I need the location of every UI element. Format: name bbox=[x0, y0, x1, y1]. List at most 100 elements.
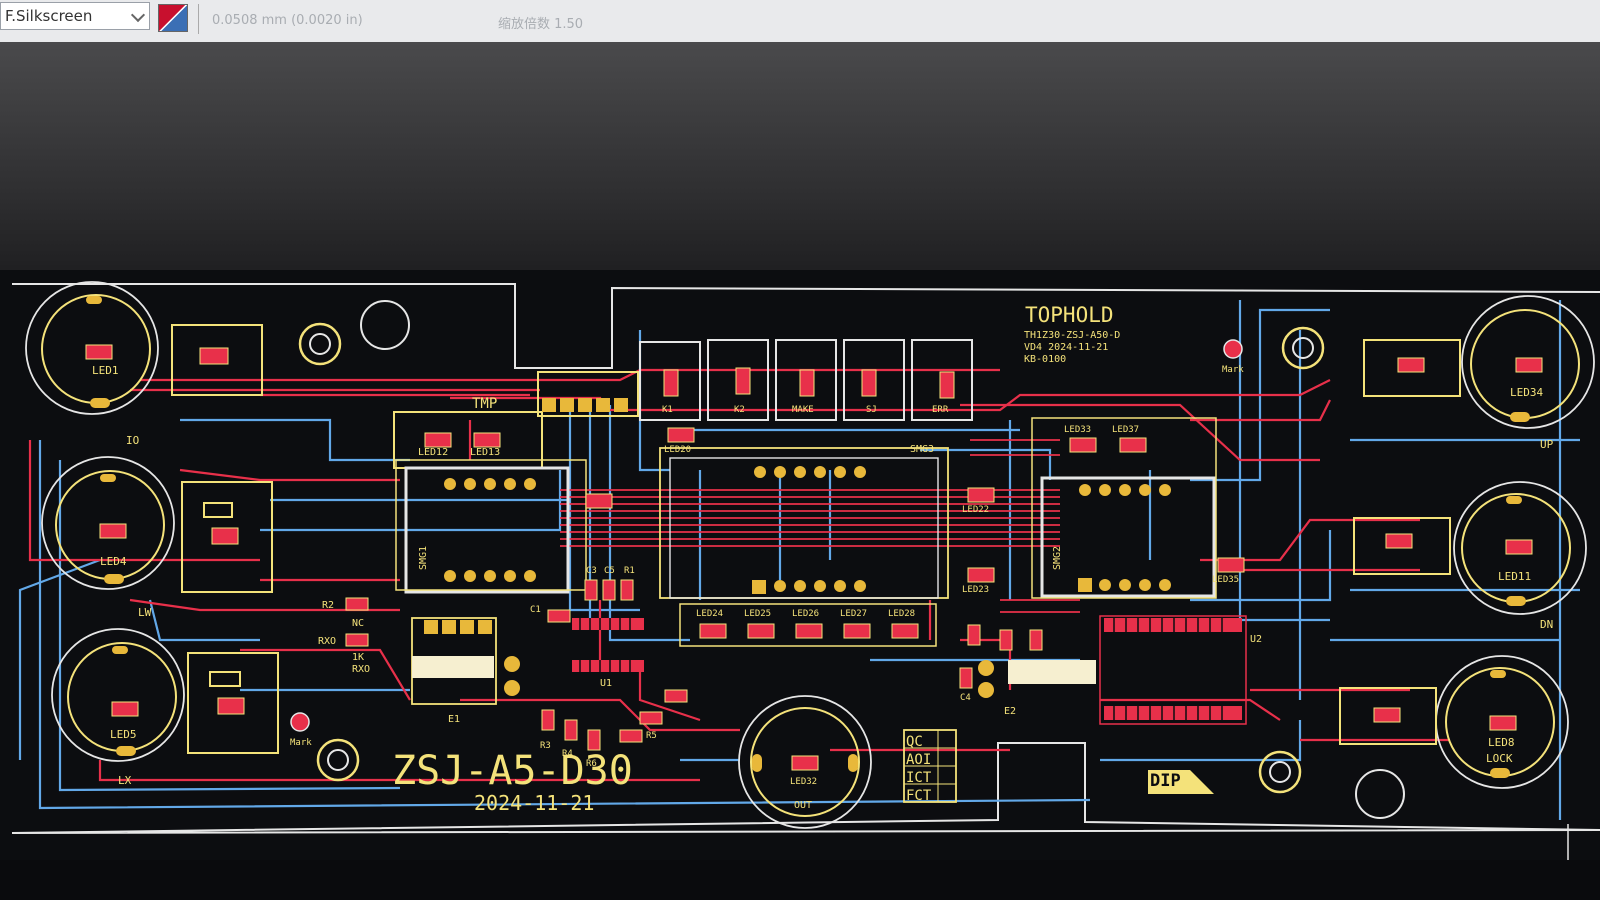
led-row: LED24 LED25 LED26 LED27 LED28 bbox=[679, 603, 937, 647]
kb-line: KB-0100 bbox=[1024, 354, 1066, 365]
track-width-readout[interactable]: 0.0508 mm (0.0020 in) bbox=[212, 13, 363, 28]
switch-LW[interactable]: LED4 LW bbox=[41, 456, 175, 619]
switch-led-label: LED5 bbox=[110, 728, 137, 741]
svg-text:U2: U2 bbox=[1250, 634, 1262, 645]
toolbar: F.Silkscreen 0.0508 mm (0.0020 in) 缩放倍数 … bbox=[0, 0, 1600, 43]
layer-select-value: F.Silkscreen bbox=[5, 7, 93, 25]
switch-led-label: LED1 bbox=[92, 364, 119, 377]
svg-text:DN: DN bbox=[1540, 618, 1553, 631]
svg-text:SMG2: SMG2 bbox=[1052, 546, 1063, 570]
right-led-pads bbox=[1373, 357, 1425, 723]
inspection-table: QC AOI ICT FCT bbox=[903, 729, 957, 804]
svg-text:ICT: ICT bbox=[906, 770, 932, 786]
data-bus-traces bbox=[560, 439, 1080, 613]
svg-text:C1: C1 bbox=[530, 605, 541, 615]
svg-text:LED24: LED24 bbox=[696, 609, 723, 619]
svg-text:ERR: ERR bbox=[932, 405, 949, 415]
switch-LX[interactable]: LED5 LX bbox=[51, 628, 185, 787]
svg-text:C4: C4 bbox=[960, 693, 971, 703]
ic-u2[interactable]: U2 bbox=[1099, 615, 1262, 725]
toolbar-separator bbox=[198, 4, 199, 34]
fiducial-holes bbox=[298, 322, 1325, 794]
switch-name: LW bbox=[138, 606, 152, 619]
svg-text:R2: R2 bbox=[322, 600, 334, 611]
svg-text:LED13: LED13 bbox=[470, 447, 500, 458]
switch-name: LX bbox=[118, 774, 132, 787]
svg-text:U1: U1 bbox=[600, 678, 612, 689]
switch-DN[interactable]: LED11 DN bbox=[1453, 481, 1587, 631]
svg-text:1K: 1K bbox=[352, 652, 364, 663]
svg-text:Mark: Mark bbox=[290, 738, 312, 748]
board-outline bbox=[11, 283, 1600, 834]
svg-text:LOCK: LOCK bbox=[1486, 752, 1513, 765]
switch-name: IO bbox=[126, 434, 139, 447]
svg-text:FCT: FCT bbox=[906, 788, 932, 804]
svg-text:C3: C3 bbox=[586, 566, 597, 576]
switch-OUT[interactable]: LED32 OUT bbox=[738, 695, 872, 829]
version-line: VD4 2024-11-21 bbox=[1024, 342, 1108, 353]
passive-components: R2 NC RXO 1K RXO C3 C5 R1 C1 R3 R4 R6 R5… bbox=[318, 566, 1043, 769]
svg-text:LED26: LED26 bbox=[792, 609, 819, 619]
svg-text:LED23: LED23 bbox=[962, 585, 989, 595]
svg-text:K1: K1 bbox=[662, 405, 673, 415]
mounting-holes bbox=[360, 300, 1405, 819]
header-connector[interactable] bbox=[537, 371, 639, 417]
svg-text:LED12: LED12 bbox=[418, 447, 448, 458]
left-led-boxes bbox=[171, 324, 279, 754]
switch-LOCK[interactable]: LED8 LOCK bbox=[1435, 655, 1569, 789]
svg-text:RXO: RXO bbox=[352, 664, 370, 675]
svg-text:LED27: LED27 bbox=[840, 609, 867, 619]
switch-IO[interactable]: LED1 IO bbox=[25, 281, 159, 447]
svg-text:SJ: SJ bbox=[866, 405, 877, 415]
button-labels: K1 K2 MAKE SJ ERR bbox=[662, 405, 949, 415]
right-led-boxes bbox=[1339, 339, 1461, 745]
svg-text:NC: NC bbox=[352, 618, 364, 629]
button-row bbox=[639, 339, 973, 421]
svg-text:E2: E2 bbox=[1004, 706, 1016, 717]
svg-text:SMG3: SMG3 bbox=[910, 444, 934, 455]
svg-text:MAKE: MAKE bbox=[792, 405, 814, 415]
svg-text:E1: E1 bbox=[448, 714, 460, 725]
svg-text:LED33: LED33 bbox=[1064, 425, 1091, 435]
switch-led-label: LED4 bbox=[100, 555, 127, 568]
svg-text:R5: R5 bbox=[646, 731, 657, 741]
layer-select[interactable]: F.Silkscreen bbox=[0, 2, 150, 30]
svg-text:Mark: Mark bbox=[1222, 365, 1244, 375]
board-title: ZSJ-A5-D30 bbox=[392, 748, 633, 794]
svg-text:LED35: LED35 bbox=[1212, 575, 1239, 585]
smg2-display[interactable]: SMG2 LED33 LED37 bbox=[1031, 417, 1217, 599]
svg-text:LED22: LED22 bbox=[962, 505, 989, 515]
tmp-block[interactable]: TMP LED12 LED13 bbox=[393, 396, 543, 469]
component-e1[interactable]: E1 bbox=[411, 617, 520, 725]
svg-text:LED28: LED28 bbox=[888, 609, 915, 619]
left-led-pads bbox=[199, 347, 245, 715]
svg-text:DIP: DIP bbox=[1150, 771, 1181, 791]
svg-text:LED11: LED11 bbox=[1498, 570, 1531, 583]
side-leds: LED22 LED23 LED35 bbox=[585, 487, 1245, 595]
smg1-display[interactable]: SMG1 bbox=[395, 459, 587, 594]
svg-text:LED32: LED32 bbox=[790, 777, 817, 787]
svg-text:LED20: LED20 bbox=[664, 445, 691, 455]
svg-text:LED37: LED37 bbox=[1112, 425, 1139, 435]
photo-bottom-edge bbox=[0, 860, 1600, 900]
svg-text:RXO: RXO bbox=[318, 636, 336, 647]
tmp-label: TMP bbox=[472, 396, 497, 412]
smg3-display[interactable]: SMG3 LED20 bbox=[659, 427, 949, 599]
svg-text:LED34: LED34 bbox=[1510, 386, 1543, 399]
svg-text:R3: R3 bbox=[540, 741, 551, 751]
svg-text:R6: R6 bbox=[586, 759, 597, 769]
layer-color-swatch[interactable] bbox=[158, 4, 188, 32]
svg-text:LED8: LED8 bbox=[1488, 736, 1515, 749]
svg-text:C5: C5 bbox=[604, 566, 615, 576]
svg-text:QC: QC bbox=[906, 734, 923, 750]
zoom-readout: 缩放倍数 1.50 bbox=[498, 17, 584, 32]
svg-text:R4: R4 bbox=[562, 749, 573, 759]
branding: TOPHOLD TH1Z30-ZSJ-A50-D VD4 2024-11-21 … bbox=[392, 303, 1120, 815]
component-e2[interactable]: E2 bbox=[978, 660, 1096, 717]
button-led-pads bbox=[663, 367, 955, 399]
switch-UP[interactable]: LED34 UP bbox=[1461, 295, 1595, 451]
ic-u1[interactable]: U1 bbox=[572, 618, 644, 689]
board-date: 2024-11-21 bbox=[474, 791, 594, 815]
svg-text:OUT: OUT bbox=[794, 800, 812, 811]
